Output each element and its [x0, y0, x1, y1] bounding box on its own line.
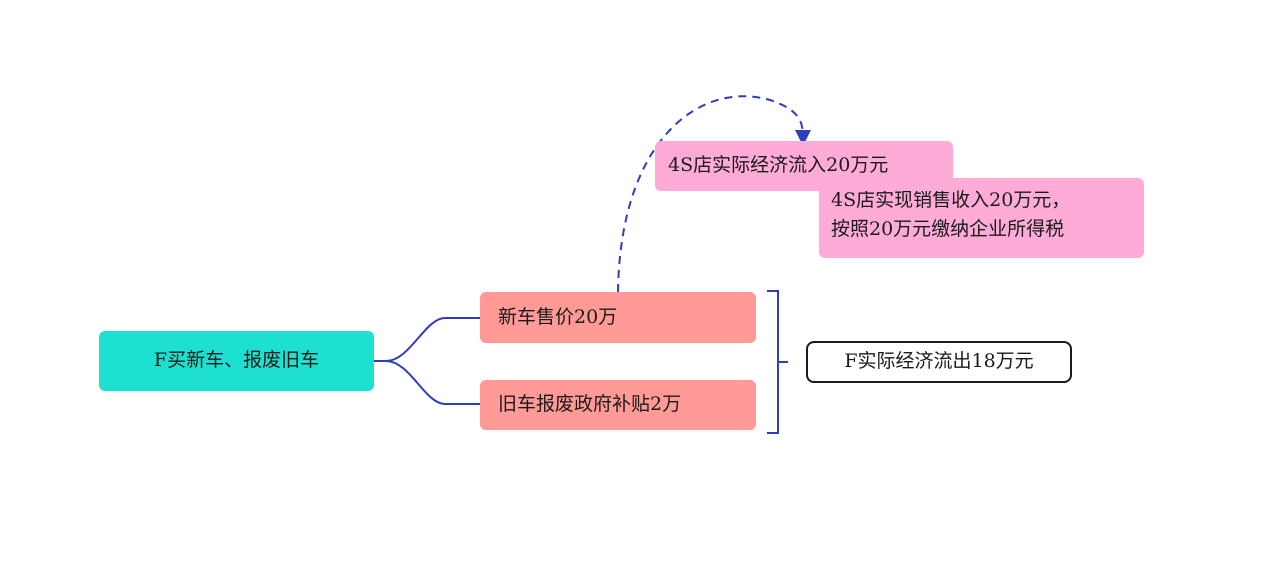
- dealer-revenue-node[interactable]: 4S店实现销售收入20万元， 按照20万元缴纳企业所得税: [819, 178, 1144, 258]
- summary-outflow-label: F实际经济流出18万元: [844, 350, 1034, 373]
- dealer-revenue-line-1: 4S店实现销售收入20万元，: [831, 189, 1071, 211]
- branch-scrap-subsidy[interactable]: 旧车报废政府补贴2万: [480, 380, 756, 430]
- relationship-arrow: [617, 95, 811, 293]
- dealer-inflow-node[interactable]: 4S店实际经济流入20万元: [655, 141, 953, 191]
- dealer-revenue-line-2: 按照20万元缴纳企业所得税: [831, 217, 1065, 240]
- connector-root-new-car: [374, 317, 480, 362]
- branch-new-car-price-label: 新车售价20万: [498, 305, 618, 328]
- connector-root-subsidy: [374, 360, 480, 405]
- summary-bracket: [767, 290, 788, 434]
- root-topic-label: F买新车、报废旧车: [153, 349, 320, 372]
- branch-scrap-subsidy-label: 旧车报废政府补贴2万: [498, 393, 682, 416]
- branch-new-car-price[interactable]: 新车售价20万: [480, 292, 756, 343]
- root-topic-node[interactable]: F买新车、报废旧车: [99, 331, 374, 391]
- dealer-inflow-label: 4S店实际经济流入20万元: [668, 154, 889, 177]
- summary-outflow-node[interactable]: F实际经济流出18万元: [806, 341, 1072, 383]
